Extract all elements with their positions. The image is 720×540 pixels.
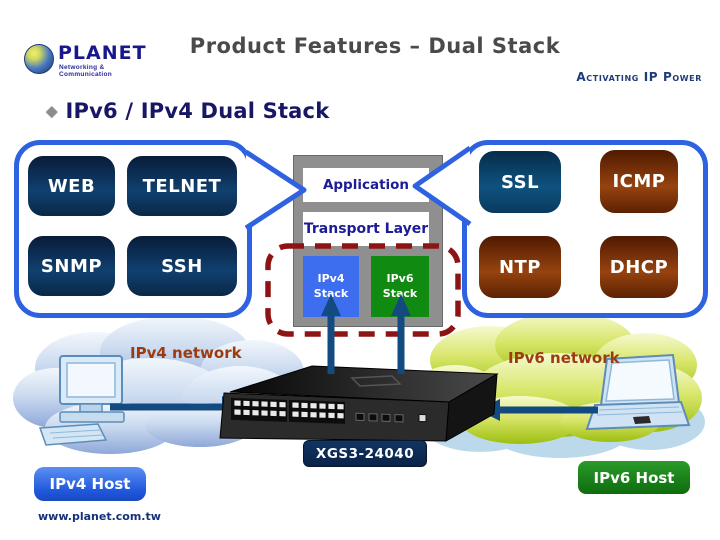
protocol-box-dhcp: DHCP (600, 236, 678, 298)
ipv4-network-cloud (13, 316, 304, 454)
ipv4-host-label: IPv4 Host (34, 467, 146, 501)
brand-slogan: Activating IP Power (576, 70, 702, 84)
planet-logo: PLANET Networking & Communication (24, 40, 154, 82)
protocol-box-snmp: SNMP (28, 236, 115, 296)
ipv6-network-label: IPv6 network (508, 349, 620, 367)
protocol-box-telnet: TELNET (127, 156, 237, 216)
ipv4-stack-box: IPv4 Stack (303, 256, 359, 317)
network-switch-image (219, 365, 499, 442)
transport-layer-box: Transport Layer (303, 212, 429, 246)
ipv6-host-to-switch-arrow (478, 399, 598, 421)
protocol-box-ssh: SSH (127, 236, 237, 296)
planet-globe-icon (24, 44, 54, 74)
slide-title: Product Features – Dual Stack (189, 34, 561, 58)
ipv4-stack-line2: Stack (313, 286, 349, 300)
diamond-bullet-icon: ◆ (46, 103, 58, 120)
protocol-box-web: WEB (28, 156, 115, 216)
section-heading: ◆ IPv6 / IPv4 Dual Stack (46, 99, 329, 123)
switch-model-label: XGS3-24040 (303, 440, 427, 467)
protocol-box-icmp: ICMP (600, 150, 678, 213)
ipv6-network-cloud (410, 312, 705, 458)
logo-tagline: Networking & Communication (59, 64, 113, 78)
ipv6-stack-box: IPv6 Stack (371, 256, 429, 317)
desktop-computer-icon (38, 355, 125, 446)
ipv4-stack-line1: IPv4 (317, 271, 345, 285)
application-layer-box: Application (303, 168, 429, 202)
protocol-box-ssl: SSL (479, 151, 561, 213)
section-heading-text: IPv6 / IPv4 Dual Stack (65, 99, 330, 123)
ipv4-host-to-switch-arrow (110, 396, 244, 418)
ipv6-stack-line2: Stack (382, 286, 418, 300)
logo-name: PLANET (58, 42, 147, 64)
ipv6-host-label: IPv6 Host (578, 461, 690, 494)
ipv4-network-label: IPv4 network (130, 344, 242, 362)
protocol-box-ntp: NTP (479, 236, 561, 298)
website-url: www.planet.com.tw (38, 510, 161, 523)
ipv6-stack-line1: IPv6 (386, 271, 414, 285)
